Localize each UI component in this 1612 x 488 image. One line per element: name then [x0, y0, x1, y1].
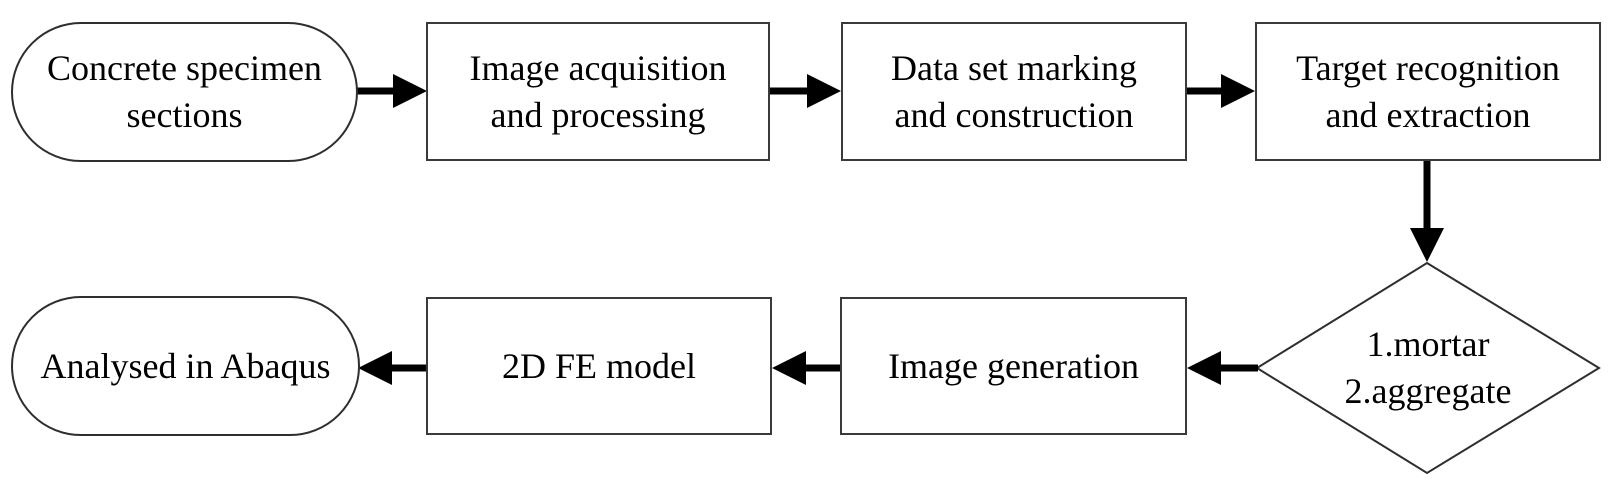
- arrow-dataset-to-target: [1187, 74, 1255, 108]
- node-target-recognition-and-extraction: Target recognition and extraction: [1255, 22, 1601, 161]
- node-data-set-marking-and-construction: Data set marking and construction: [841, 22, 1187, 161]
- node-concrete-specimen-sections: Concrete specimen sections: [11, 22, 358, 162]
- node-2d-fe-model: 2D FE model: [426, 297, 772, 435]
- arrow-femodel-to-abaqus: [358, 351, 426, 385]
- decision-diamond-shape: [1255, 261, 1601, 475]
- arrow-imagegen-to-femodel: [772, 351, 840, 385]
- arrow-sections-to-acquisition: [352, 74, 427, 108]
- arrow-acquisition-to-dataset: [770, 74, 841, 108]
- node-analysed-in-abaqus: Analysed in Abaqus: [11, 296, 360, 436]
- node-image-generation: Image generation: [840, 297, 1187, 435]
- arrow-target-to-decision: [1410, 160, 1444, 262]
- arrow-decision-to-imagegen: [1187, 351, 1258, 385]
- node-image-acquisition-and-processing: Image acquisition and processing: [426, 22, 770, 161]
- node-decision-mortar-aggregate: 1.mortar 2.aggregate: [1344, 324, 1512, 411]
